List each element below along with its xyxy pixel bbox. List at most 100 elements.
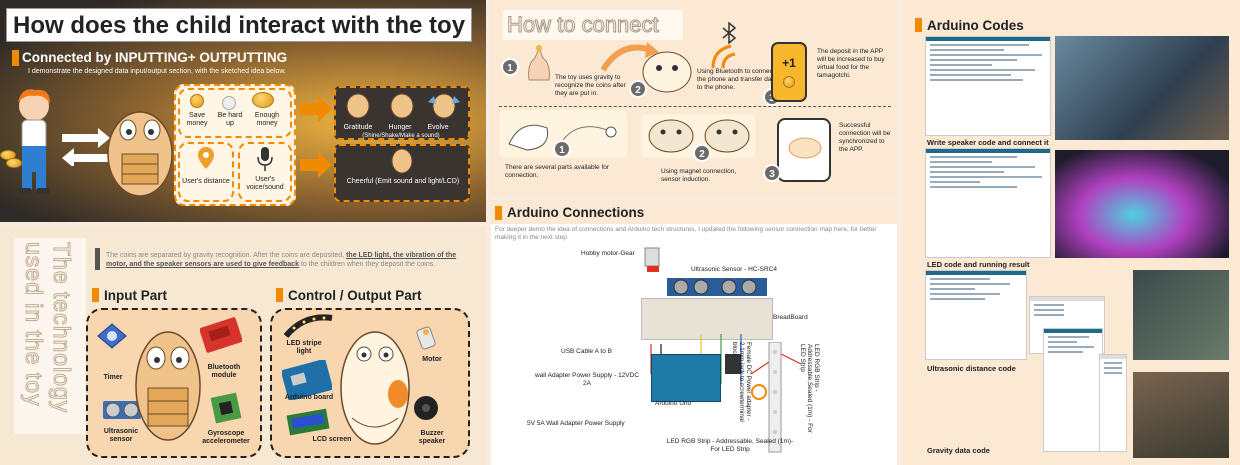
input-enough-label: Enough money [254,112,280,127]
caption-ultrasonic: Ultrasonic distance code [927,364,1016,373]
step2-text: Using Bluetooth to connect to the phone … [697,68,782,91]
accent-bar [12,50,19,66]
timer-module-icon [97,323,127,349]
ultrasonic-sensor-icon [667,278,767,296]
step1-text: The toy uses gravity to recognize the co… [555,74,626,97]
accent-bar [915,18,922,32]
output-arduino-label: Arduino board [284,394,334,401]
output-motor-label: Motor [422,356,442,363]
input-distance-label: User's distance [182,178,230,185]
vertical-title-line1: The technology [49,241,76,414]
output-led-label: LED stripe light [286,340,322,355]
toy-illustration [107,111,173,197]
accent-bar [495,206,502,220]
step-number: 2 [629,80,647,98]
step2b-text: Using magnet connection, sensor inductio… [661,168,737,183]
caption-gravity: Gravity data code [927,446,990,455]
step-number: 2 [693,144,711,162]
speaker-code-screenshot [925,36,1051,136]
child-illustration [18,89,50,194]
caption-speaker: Write speaker code and connect it [927,138,1049,147]
panel-interaction: How does the child interact with the toy… [0,0,486,222]
arrow-right-icon [300,96,332,122]
caption-led: LED code and running result [927,260,1030,269]
label-motor: Hobby motor-Gear [581,250,635,257]
plus-one-badge: +1 [782,56,796,70]
toy-cheerful-icon [391,148,413,174]
label-power-jack: Female DC Power adapter - 2.1mm jack to … [731,342,752,422]
microphone-icon [257,147,273,171]
ultrasonic-code-screenshot [925,270,1027,360]
speaker-photo [1055,36,1229,140]
step3-text: The deposit in the APP will be increased… [817,48,885,79]
led-code-screenshot [925,148,1051,258]
hobby-motor-icon [644,247,660,272]
parts-sketch-icon [508,124,617,151]
wiring-description: For deeper demo the idea of connections … [495,226,877,241]
section-title: Arduino Connections [507,205,645,220]
coin-stack-icon [190,94,204,108]
hand-coin-icon [528,45,550,81]
toy-connect-icon [642,51,692,93]
toy-input-illustration [135,331,201,441]
input-hard-label: Be hard up [217,112,243,127]
input-save-label: Save money [186,112,208,127]
output-gratitude-label: Gratitude [343,124,373,131]
highlight-circle [751,384,767,400]
location-pin-icon [198,147,214,169]
led-photo [1055,150,1229,258]
panel-title: How to connect [503,10,683,40]
led-strip-icon [768,342,782,453]
ultrasonic-photo [1133,270,1229,360]
output-shine-label: (Shine/Shake/Make a sound) [362,133,440,139]
gravity-code-screenshot [1043,328,1103,452]
buzzer-icon [414,396,438,420]
output-evolve-label: Evolve [427,124,449,131]
output-lcd-label: LCD screen [312,436,352,443]
led-strip-icon [284,314,333,338]
accent-bar [276,288,283,302]
technology-description: The coins are separated by gravity recog… [106,252,457,268]
panel-technology: The technology used in the toy The coins… [0,226,486,465]
lcd-screen-icon [286,408,330,436]
para-bar [95,248,100,270]
power-jack-icon [725,354,741,374]
coin-icon [6,158,22,168]
step-divider [499,106,891,107]
app-toy-icon [788,137,822,159]
phone-icon [771,42,807,102]
coin-icon [783,76,795,88]
label-usb: USB Cable A to B [561,348,612,355]
empty-coin-icon [222,96,236,110]
section-title: Arduino Codes [927,18,1024,33]
section-description: I demonstrate the designed data input/ou… [28,68,287,75]
output-cheerful-label: Cheerful (Emit sound and light/LCD) [346,178,460,185]
vertical-title-line2: used in the toy [21,242,48,408]
bluetooth-module-icon [200,317,242,353]
motor-icon [416,326,436,350]
signal-waves-icon [711,44,736,69]
output-hunger-label: Hunger [388,124,412,131]
panel-how-to-connect: How to connect 1 2 The toy uses gravity … [491,0,897,196]
step1b-text: There are several parts available for co… [505,164,610,179]
step3b-text: Successful connection will be synchroniz… [839,122,891,153]
label-ultrasonic: Ultrasonic Sensor - HC-SRC4 [691,266,777,273]
label-wall-12v: wall Adapter Power Supply - 12VDC 2A [534,372,640,387]
panel-arduino-codes: Arduino Codes Write speaker code and con… [903,0,1240,465]
input-timer-label: Timer [103,374,123,381]
input-ultrasonic-label: Ultrasonic sensor [103,428,139,443]
panel-arduino-connections: Arduino Connections For deeper demo the … [491,200,897,465]
coin-pile-icon [252,92,274,108]
arduino-uno-icon [651,354,721,402]
arrow-right-icon [300,152,332,178]
ultrasonic-sensor-icon [103,401,141,419]
output-part-title: Control / Output Part [288,288,422,303]
toy-emotion-icons [346,93,460,119]
label-arduino-uno: Arduino Uno [655,400,692,407]
label-breadboard: BreadBoard [773,314,808,321]
panel-title: How does the child interact with the toy [6,8,472,42]
step-number: 1 [501,58,519,76]
breadboard-icon [641,298,773,340]
output-buzzer-label: Buzzer speaker [418,430,446,445]
input-bluetooth-label: Bluetooth module [207,364,241,379]
